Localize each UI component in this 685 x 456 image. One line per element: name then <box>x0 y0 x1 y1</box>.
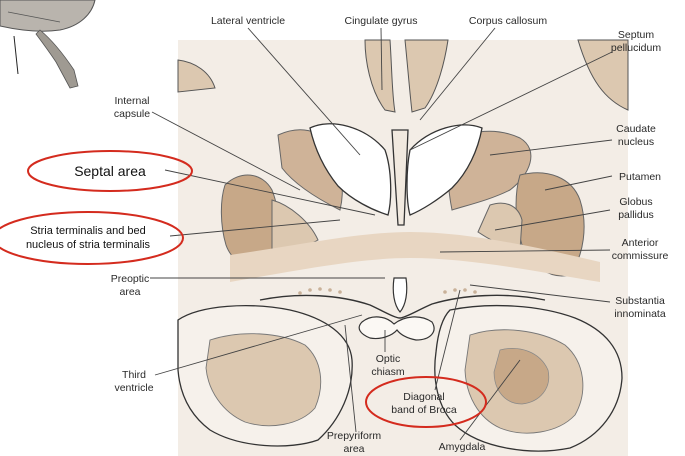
label-diagonal-band-1: Diagonal <box>403 391 444 403</box>
label-anterior-commissure-1: Anterior <box>622 237 659 249</box>
label-optic-chiasm-2: chiasm <box>371 366 405 378</box>
label-lateral-ventricle: Lateral ventricle <box>211 15 285 27</box>
label-stria-terminalis-1: Stria terminalis and bed <box>30 225 146 237</box>
label-globus-pallidus-1: Globus <box>619 196 652 208</box>
label-corpus-callosum: Corpus callosum <box>469 15 547 27</box>
label-preoptic-area-2: area <box>119 286 140 298</box>
label-anterior-commissure-2: commissure <box>612 250 669 262</box>
label-septum-pellucidum-2: pellucidum <box>611 42 661 54</box>
label-internal-capsule-1: Internal <box>114 95 149 107</box>
label-third-ventricle-2: ventricle <box>114 382 153 394</box>
label-internal-capsule-2: capsule <box>114 108 150 120</box>
highlight-stria-terminalis <box>0 212 183 264</box>
label-optic-chiasm-1: Optic <box>376 353 401 365</box>
label-septum-pellucidum-1: Septum <box>618 29 654 41</box>
label-putamen: Putamen <box>619 171 661 183</box>
label-stria-terminalis-2: nucleus of stria terminalis <box>26 239 151 251</box>
label-third-ventricle-1: Third <box>122 369 146 381</box>
label-septal-area: Septal area <box>74 163 146 179</box>
label-diagonal-band-2: band of Broca <box>391 404 457 416</box>
brain-thumbnail <box>0 0 95 88</box>
label-substantia-innominata-2: innominata <box>614 308 666 320</box>
label-cingulate-gyrus: Cingulate gyrus <box>345 15 418 27</box>
label-prepyriform-area-2: area <box>343 443 364 455</box>
label-globus-pallidus-2: pallidus <box>618 209 654 221</box>
label-prepyriform-area-1: Prepyriform <box>327 430 382 442</box>
label-preoptic-area-1: Preoptic <box>111 273 150 285</box>
label-substantia-innominata-1: Substantia <box>615 295 665 307</box>
label-amygdala: Amygdala <box>439 441 486 453</box>
label-caudate-nucleus-2: nucleus <box>618 136 654 148</box>
label-caudate-nucleus-1: Caudate <box>616 123 656 135</box>
